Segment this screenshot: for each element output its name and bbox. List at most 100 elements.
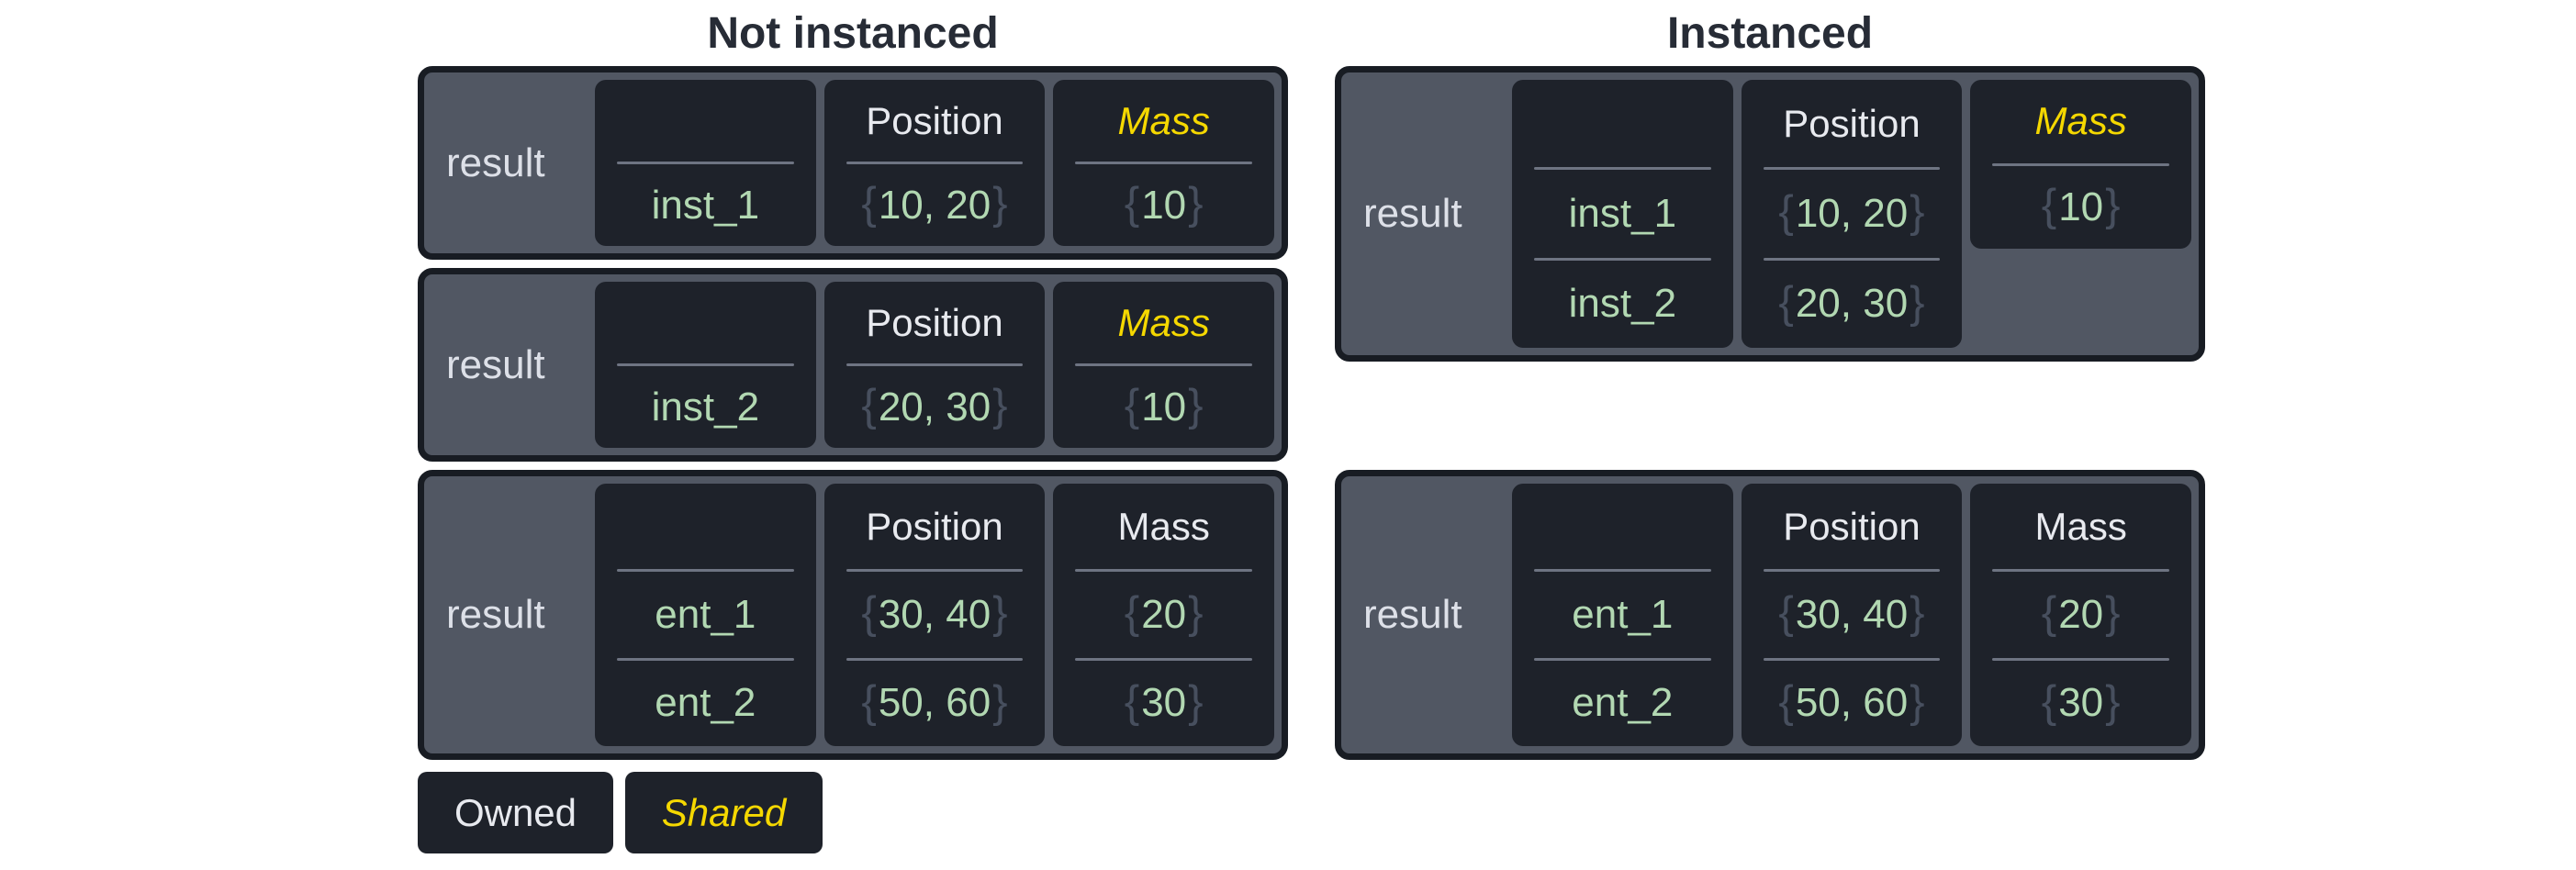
divider bbox=[617, 162, 794, 164]
divider bbox=[1992, 657, 2170, 661]
close-brace: } bbox=[992, 587, 1008, 639]
open-brace: { bbox=[1778, 675, 1794, 727]
entity-name-cell: inst_2 bbox=[1534, 261, 1711, 348]
open-brace: { bbox=[1124, 380, 1140, 430]
divider bbox=[846, 657, 1024, 661]
mass-column: Mass {10} bbox=[1053, 80, 1275, 246]
open-brace: { bbox=[2041, 675, 2057, 727]
mass-column-header-shared: Mass bbox=[1117, 98, 1210, 142]
position-value-cell: {50, 60} bbox=[1764, 661, 1941, 746]
value-text: 10 bbox=[2058, 184, 2104, 229]
legend-shared: Shared bbox=[625, 772, 823, 853]
entity-column: ent_1 ent_2 bbox=[595, 484, 816, 746]
close-brace: } bbox=[1188, 675, 1204, 727]
entity-name: ent_1 bbox=[1572, 591, 1674, 637]
columns: ent_1 ent_2 Position {30, 40} {50, 60} M… bbox=[1512, 484, 2192, 746]
mass-value-cell: {10} bbox=[1992, 166, 2169, 250]
position-value-cell: {10, 20} bbox=[846, 164, 1024, 246]
value-text: 10, 20 bbox=[878, 182, 991, 228]
entity-column-header bbox=[1534, 80, 1711, 167]
entity-name: ent_2 bbox=[655, 680, 756, 726]
close-brace: } bbox=[992, 380, 1008, 430]
mass-column: Mass {10} bbox=[1053, 282, 1275, 448]
close-brace: } bbox=[1188, 178, 1204, 229]
value-text: 30, 40 bbox=[878, 591, 991, 637]
position-column-header: Position bbox=[866, 300, 1003, 344]
value-text: 50, 60 bbox=[1795, 680, 1909, 726]
divider bbox=[1763, 257, 1941, 261]
open-brace: { bbox=[1778, 587, 1794, 639]
divider bbox=[1075, 569, 1253, 573]
result-table-not-instanced-1: result inst_1 Position {10, 20} Mass {10… bbox=[418, 66, 1288, 260]
position-value-cell: {30, 40} bbox=[1764, 572, 1941, 657]
position-value-cell: {30, 40} bbox=[846, 572, 1024, 657]
entity-column-header bbox=[617, 282, 794, 363]
divider bbox=[617, 363, 794, 366]
entity-column-header bbox=[617, 484, 794, 569]
position-value-cell: {20, 30} bbox=[1764, 261, 1941, 348]
entity-name-cell: ent_2 bbox=[617, 661, 794, 746]
entity-column-header bbox=[617, 80, 794, 162]
position-column: Position {30, 40} {50, 60} bbox=[823, 484, 1046, 746]
divider bbox=[1763, 657, 1941, 661]
position-column-header: Position bbox=[1783, 504, 1921, 548]
position-value-cell: {50, 60} bbox=[846, 661, 1024, 746]
columns: inst_1 inst_2 Position {10, 20} {20, 30}… bbox=[1512, 80, 2192, 348]
divider bbox=[1534, 569, 1711, 573]
panel-title-not-instanced: Not instanced bbox=[707, 9, 999, 58]
result-label: result bbox=[1363, 592, 1462, 637]
entity-column: inst_1 bbox=[595, 80, 816, 246]
entity-column: inst_1 inst_2 bbox=[1512, 80, 1733, 348]
divider bbox=[1534, 167, 1711, 171]
mass-column: Mass {20} {30} bbox=[1970, 484, 2192, 746]
divider bbox=[1075, 363, 1253, 366]
entity-column: inst_2 bbox=[595, 282, 816, 448]
position-column-header: Position bbox=[866, 98, 1003, 142]
close-brace: } bbox=[2105, 180, 2121, 231]
result-label: result bbox=[446, 139, 545, 185]
entity-name-cell: ent_2 bbox=[1534, 661, 1711, 746]
value-text: 10, 20 bbox=[1795, 190, 1909, 236]
mass-column-header: Mass bbox=[2034, 504, 2127, 548]
close-brace: } bbox=[992, 178, 1008, 229]
value-text: 10 bbox=[1141, 384, 1187, 429]
close-brace: } bbox=[1910, 186, 1925, 238]
entity-name-cell: ent_1 bbox=[617, 572, 794, 657]
entity-name: inst_1 bbox=[651, 182, 760, 228]
value-text: 10 bbox=[1141, 182, 1187, 228]
close-brace: } bbox=[1910, 276, 1925, 328]
mass-column-header-shared: Mass bbox=[1117, 300, 1210, 344]
value-text: 30 bbox=[2058, 680, 2104, 726]
value-text: 20, 30 bbox=[1795, 281, 1909, 327]
entity-name: inst_2 bbox=[651, 384, 760, 429]
entity-name: ent_1 bbox=[655, 591, 756, 637]
divider bbox=[617, 569, 794, 573]
divider bbox=[1763, 167, 1941, 171]
columns: inst_2 Position {20, 30} Mass {10} bbox=[595, 282, 1275, 448]
position-column: Position {30, 40} {50, 60} bbox=[1741, 484, 1963, 746]
result-table-instanced-2: result ent_1 ent_2 Position {30, 40} {50… bbox=[1335, 470, 2205, 760]
result-label: result bbox=[446, 341, 545, 387]
mass-column: Mass {20} {30} bbox=[1053, 484, 1275, 746]
value-text: 20 bbox=[2058, 591, 2104, 637]
position-value-cell: {10, 20} bbox=[1764, 170, 1941, 257]
position-value-cell: {20, 30} bbox=[846, 366, 1024, 448]
result-table-instanced-1: result inst_1 inst_2 Position {10, 20} {… bbox=[1335, 66, 2205, 362]
divider bbox=[846, 162, 1024, 164]
open-brace: { bbox=[2041, 587, 2057, 639]
open-brace: { bbox=[861, 675, 877, 727]
divider bbox=[1075, 162, 1253, 164]
result-table-not-instanced-3: result ent_1 ent_2 Position {30, 40} {50… bbox=[418, 470, 1288, 760]
result-label: result bbox=[446, 592, 545, 637]
value-text: 30 bbox=[1141, 680, 1187, 726]
open-brace: { bbox=[861, 380, 877, 430]
entity-name: inst_1 bbox=[1568, 190, 1677, 236]
open-brace: { bbox=[861, 587, 877, 639]
entity-column: ent_1 ent_2 bbox=[1512, 484, 1733, 746]
entity-name-cell: inst_1 bbox=[617, 164, 794, 246]
close-brace: } bbox=[1910, 675, 1925, 727]
open-brace: { bbox=[2041, 180, 2057, 231]
mass-value-cell: {10} bbox=[1075, 164, 1252, 246]
divider bbox=[617, 657, 794, 661]
